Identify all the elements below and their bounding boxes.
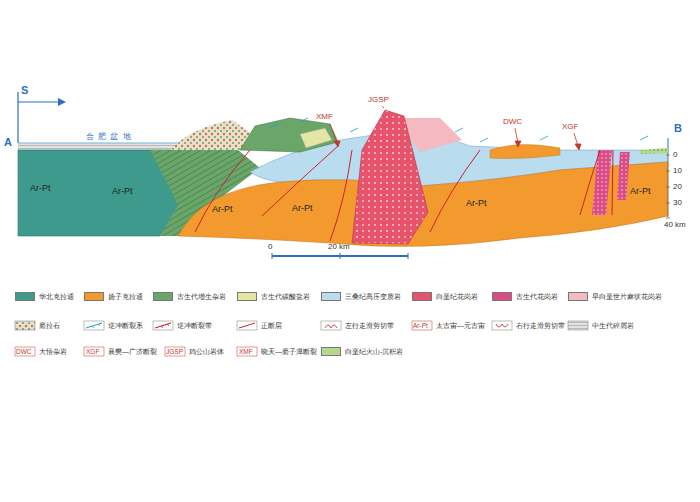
legend-text: 逆冲断裂带 bbox=[177, 321, 212, 331]
depth-tick: 40 km bbox=[664, 220, 686, 229]
legend-text: 三叠纪高压变质岩 bbox=[345, 292, 401, 302]
legend-text: 逆冲断裂系 bbox=[108, 321, 143, 331]
callout-code: XMF bbox=[316, 112, 333, 121]
legend-text: 鸡公山岩体 bbox=[189, 347, 224, 357]
legend-text: 白垩纪火山-沉积岩 bbox=[345, 347, 403, 357]
legend-text: 大悟杂岩 bbox=[39, 347, 67, 357]
legend-swatch bbox=[237, 292, 257, 301]
unit-label: Ar-Pt bbox=[630, 186, 651, 196]
unit-label: Ar-Pt bbox=[112, 186, 133, 196]
depth-tick: 20 bbox=[673, 182, 682, 191]
callout-code: DWC bbox=[503, 117, 522, 126]
depth-tick: 30 bbox=[673, 198, 682, 207]
legend-text: 正断层 bbox=[261, 321, 282, 331]
unit-label: Ar-Pt bbox=[292, 203, 313, 213]
legend-text: 早白垩世片麻状花岗岩 bbox=[592, 292, 662, 302]
legend-sample-code: XGF bbox=[86, 347, 99, 356]
legend-swatch bbox=[321, 292, 341, 301]
legend-text: 襄樊—广济断裂 bbox=[108, 347, 157, 357]
depth-tick: 10 bbox=[673, 166, 682, 175]
section-end-mark: S bbox=[21, 84, 28, 97]
legend-text: 磨拉石 bbox=[39, 321, 60, 331]
legend-text: 古生代碳酸盐岩 bbox=[261, 292, 310, 302]
depth-tick: 0 bbox=[673, 150, 677, 159]
legend-swatch bbox=[568, 292, 588, 301]
legend-swatch bbox=[15, 292, 35, 301]
legend-sample-code: Ar-Pt bbox=[413, 321, 428, 330]
legend-text: 太古宙—元古宙 bbox=[436, 321, 485, 331]
legend-text: 中生代碎屑岩 bbox=[592, 321, 634, 331]
legend-text: 华北克拉通 bbox=[39, 292, 74, 302]
section-end-mark: A bbox=[4, 136, 12, 149]
callout-code: XGF bbox=[562, 122, 578, 131]
scale-label: 0 bbox=[268, 242, 272, 251]
legend-swatch bbox=[84, 292, 104, 301]
unit-label: Ar-Pt bbox=[30, 183, 51, 193]
legend-text: 白垩纪花岗岩 bbox=[436, 292, 478, 302]
legend-text: 扬子克拉通 bbox=[108, 292, 143, 302]
legend-swatch bbox=[153, 292, 173, 301]
unit-label: Ar-Pt bbox=[466, 198, 487, 208]
scale-label: 20 km bbox=[328, 242, 350, 251]
callout-code: JGSP bbox=[368, 95, 389, 104]
legend-sample-code: DWC bbox=[16, 347, 32, 356]
legend-text: 晓天—磨子潭断裂 bbox=[261, 347, 317, 357]
legend-text: 古生代增生杂岩 bbox=[177, 292, 226, 302]
section-end-mark: B bbox=[674, 122, 682, 135]
legend-swatch bbox=[321, 347, 341, 356]
legend-text: 古生代花岗岩 bbox=[516, 292, 558, 302]
legend-swatch bbox=[492, 292, 512, 301]
unit-label: Ar-Pt bbox=[212, 204, 233, 214]
legend-sample-code: JGSP bbox=[166, 347, 183, 356]
legend-text: 左行走滑剪切带 bbox=[345, 321, 394, 331]
basin-name: 合 肥 盆 地 bbox=[86, 132, 132, 141]
legend-swatch bbox=[412, 292, 432, 301]
legend-sample-code: XMF bbox=[239, 347, 253, 356]
legend-text: 右行走滑剪切带 bbox=[516, 321, 565, 331]
